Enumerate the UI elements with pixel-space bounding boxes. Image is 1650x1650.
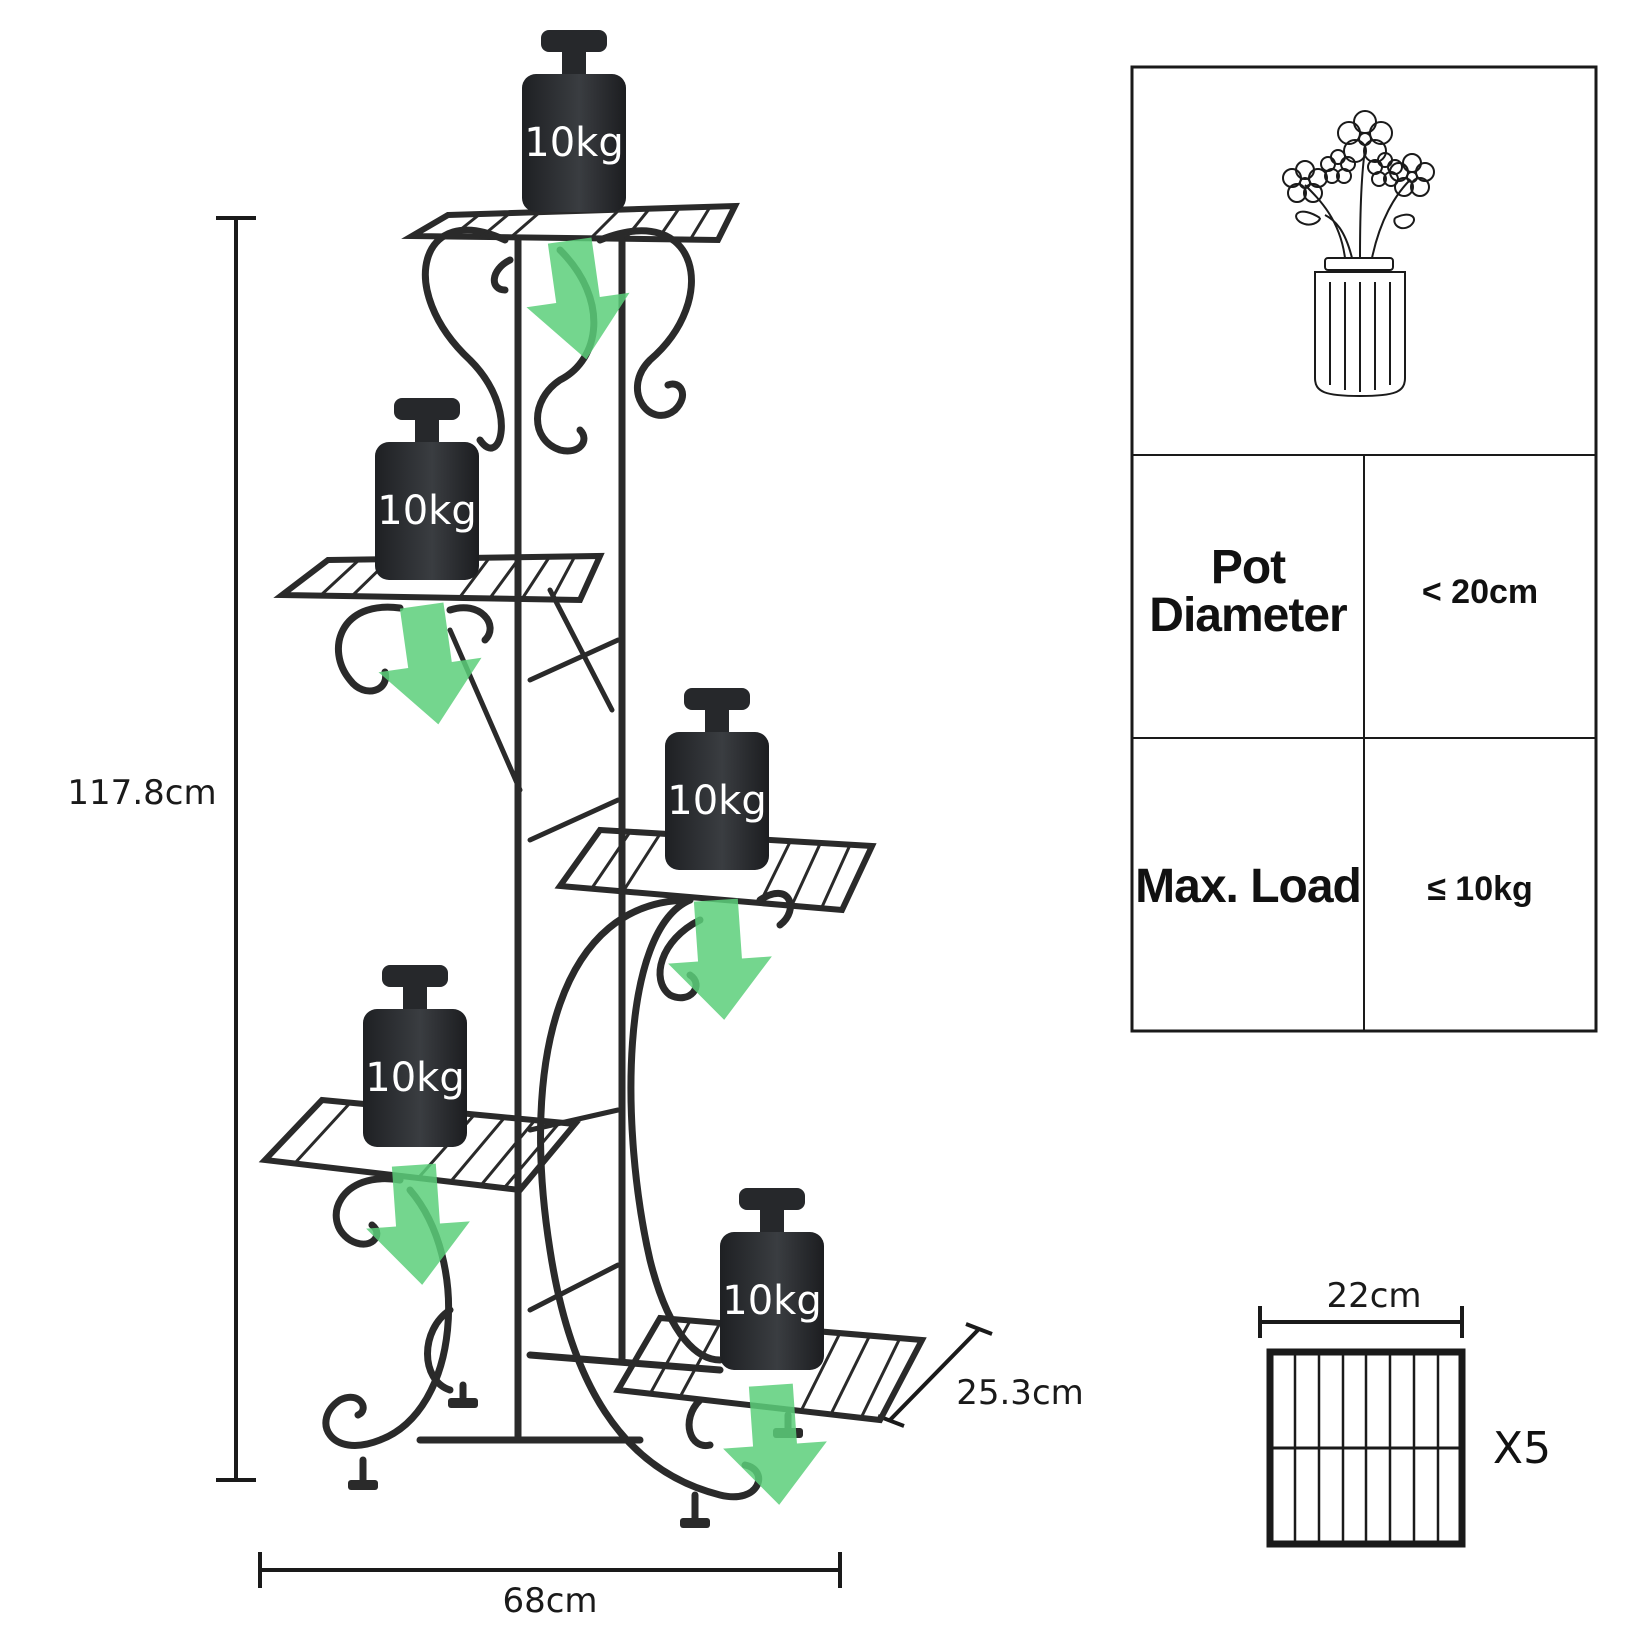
spec-table: Pot Diameter < 20cm Max. Load ≤ 10kg xyxy=(1130,65,1598,1033)
plant-stand xyxy=(322,226,794,1526)
weight-5: 10kg xyxy=(720,1188,824,1370)
height-dimension: 117.8cm xyxy=(67,216,256,1482)
shelf-2 xyxy=(273,552,605,604)
pot-diameter-value: < 20cm xyxy=(1422,573,1538,611)
weight-3: 10kg xyxy=(665,688,769,870)
max-load-value: ≤ 10kg xyxy=(1427,870,1533,908)
flower-4 xyxy=(1320,149,1356,184)
flower-3 xyxy=(1389,153,1435,197)
load-arrow-2 xyxy=(370,598,490,732)
shelf-5 xyxy=(613,1314,927,1424)
weight-1-label: 10kg xyxy=(524,120,623,166)
depth-dimension: 25.3cm xyxy=(877,1322,1084,1428)
flower-1 xyxy=(1282,160,1328,203)
pot-diameter-label-line2: Diameter xyxy=(1149,589,1347,642)
weight-2: 10kg xyxy=(375,398,479,580)
weight-5-label: 10kg xyxy=(722,1278,821,1324)
weight-4: 10kg xyxy=(363,965,467,1147)
max-load-label: Max. Load xyxy=(1135,860,1361,913)
shelf-grid-icon xyxy=(1266,1348,1466,1548)
width-dimension: 68cm xyxy=(258,1552,842,1621)
weight-3-label: 10kg xyxy=(667,778,766,824)
shelf-width-label: 22cm xyxy=(1326,1276,1421,1316)
weight-1: 10kg xyxy=(522,30,626,212)
pot-diameter-label-line1: Pot xyxy=(1211,541,1286,594)
flower-2 xyxy=(1337,110,1393,163)
shelf-panel-detail: 22cm X5 xyxy=(1258,1276,1551,1548)
flower-vase-icon xyxy=(1282,110,1435,398)
height-label: 117.8cm xyxy=(67,773,216,813)
width-label: 68cm xyxy=(502,1581,597,1621)
weight-2-label: 10kg xyxy=(377,488,476,534)
depth-label: 25.3cm xyxy=(956,1373,1084,1413)
flower-5 xyxy=(1367,152,1403,187)
shelf-1 xyxy=(401,202,740,244)
load-arrow-3 xyxy=(663,896,777,1024)
shelf-count-label: X5 xyxy=(1493,1423,1551,1474)
shelf-3 xyxy=(554,826,877,914)
weight-4-label: 10kg xyxy=(365,1055,464,1101)
